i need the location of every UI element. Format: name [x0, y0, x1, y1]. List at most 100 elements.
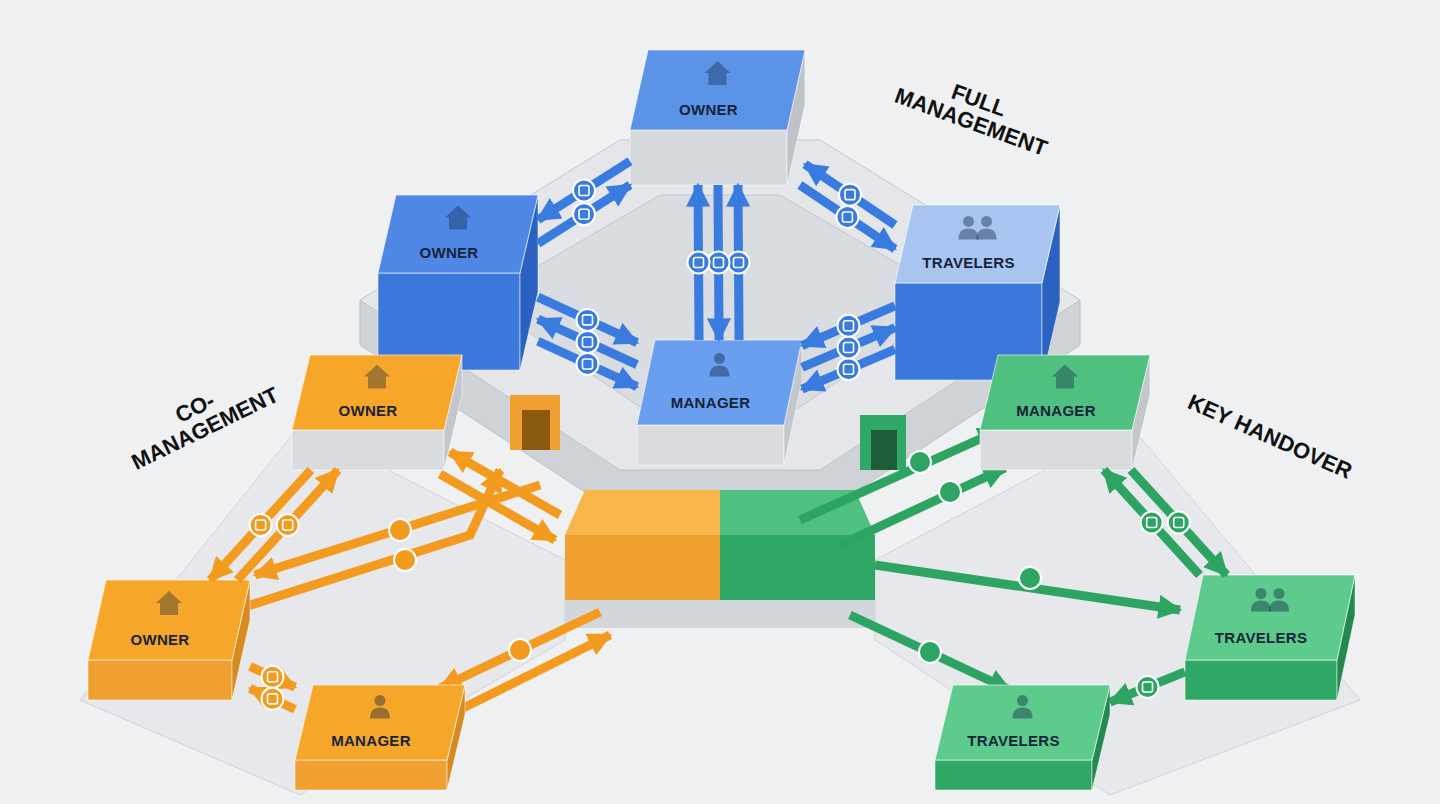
flow-icon — [939, 481, 961, 503]
house-icon — [449, 217, 467, 229]
edge-icon-glyph — [844, 321, 854, 331]
flow-arrow — [455, 635, 610, 712]
edge-icon — [573, 203, 595, 225]
flow-icon — [394, 549, 416, 571]
person-icon — [981, 216, 992, 227]
person-icon — [1013, 708, 1033, 719]
edge-icon-glyph — [714, 258, 724, 268]
cube-base — [565, 600, 875, 628]
owner-box: OWNER — [292, 355, 462, 470]
manager-box: MANAGER — [637, 340, 802, 465]
house-icon — [1052, 365, 1078, 377]
edge-icon-disc — [688, 252, 710, 274]
flow-arrow — [850, 615, 1010, 690]
node-label: OWNER — [131, 631, 190, 648]
cube-front — [980, 430, 1132, 470]
edge-icon-glyph — [583, 359, 593, 369]
edge-icon-glyph — [694, 258, 704, 268]
house-icon — [1056, 377, 1074, 389]
edge-icon-glyph — [845, 190, 855, 200]
cube-top — [292, 355, 462, 430]
node-icon — [1013, 695, 1033, 719]
flow-arrow — [538, 319, 637, 364]
flow-arrow — [802, 328, 895, 368]
edge-icon-glyph — [579, 209, 589, 219]
person-icon — [963, 216, 974, 227]
node-text-area: MANAGER — [295, 721, 447, 760]
flow-arrow — [250, 666, 295, 687]
edge-icon-glyph — [1147, 518, 1157, 528]
edge-icon-disc — [1168, 512, 1190, 534]
house-icon — [364, 365, 390, 377]
node-icon — [710, 353, 730, 377]
edge-icon-glyph — [844, 364, 854, 374]
flow-arrow — [538, 297, 637, 342]
section-title: CO-MANAGEMENT — [100, 354, 300, 483]
cube-top — [378, 195, 538, 273]
edge-icon-disc — [838, 358, 860, 380]
edge-icon — [577, 331, 599, 353]
flow-arrow — [250, 688, 295, 709]
edge-icon — [839, 184, 861, 206]
flow-arrow — [875, 565, 1180, 610]
cube-top — [980, 355, 1150, 430]
owner-box: OWNER — [378, 195, 538, 370]
edge-icon-disc — [708, 252, 730, 274]
flow-arrow — [800, 430, 1000, 520]
owner-box: OWNER — [88, 580, 250, 700]
cube-top — [1185, 575, 1355, 660]
edge-icon-disc — [838, 337, 860, 359]
edge-icon — [838, 337, 860, 359]
node-label: OWNER — [339, 402, 398, 419]
cube-shape — [378, 195, 538, 370]
edge-icon-disc — [262, 666, 284, 688]
flow-icon — [909, 451, 931, 473]
edge-icon-glyph — [1174, 518, 1184, 528]
cube-front — [295, 760, 447, 790]
edge-icon-glyph — [256, 520, 266, 530]
green-arch-door — [871, 430, 897, 470]
node-text-area: OWNER — [292, 391, 444, 430]
edge-icon-disc — [1137, 676, 1159, 698]
node-label: TRAVELERS — [922, 254, 1014, 271]
person-icon — [959, 228, 979, 239]
edge-icon-disc — [277, 514, 299, 536]
platform-top — [360, 140, 1080, 470]
edge-icon-glyph — [842, 212, 852, 222]
edge-icon-glyph — [283, 520, 293, 530]
flow-arrow — [802, 306, 895, 346]
flow-arrow — [802, 349, 895, 389]
node-text-area: TRAVELERS — [935, 721, 1092, 760]
cube-shape — [895, 205, 1060, 380]
house-icon — [368, 377, 386, 389]
green-floor — [875, 425, 1360, 795]
edge-icon-disc — [573, 180, 595, 202]
node-icon — [1251, 588, 1289, 612]
flow-arrow — [538, 161, 630, 219]
orange-cube-top — [565, 490, 720, 535]
person-icon — [1017, 695, 1028, 706]
node-icon — [1052, 365, 1078, 389]
house-icon — [709, 73, 727, 85]
cube-top — [637, 340, 802, 425]
node-text-area: OWNER — [630, 88, 787, 130]
travelers-box: TRAVELERS — [935, 685, 1110, 790]
person-icon — [1251, 601, 1271, 612]
edge-icon — [728, 252, 750, 274]
flow-arrow — [1110, 672, 1185, 702]
node-label: OWNER — [679, 101, 738, 118]
travelers-box: TRAVELERS — [895, 205, 1060, 380]
edge-icon — [262, 666, 284, 688]
edge-icon — [262, 688, 284, 710]
cube-top — [630, 50, 805, 130]
edge-icon-glyph — [268, 672, 278, 682]
edge-icon — [573, 180, 595, 202]
manager-box: MANAGER — [980, 355, 1150, 470]
edge-icon-disc — [577, 353, 599, 375]
flow-arrow — [237, 470, 338, 580]
cube-front — [935, 760, 1092, 790]
flow-arrow — [210, 470, 311, 580]
cube-top — [295, 685, 465, 760]
person-icon — [370, 708, 390, 719]
